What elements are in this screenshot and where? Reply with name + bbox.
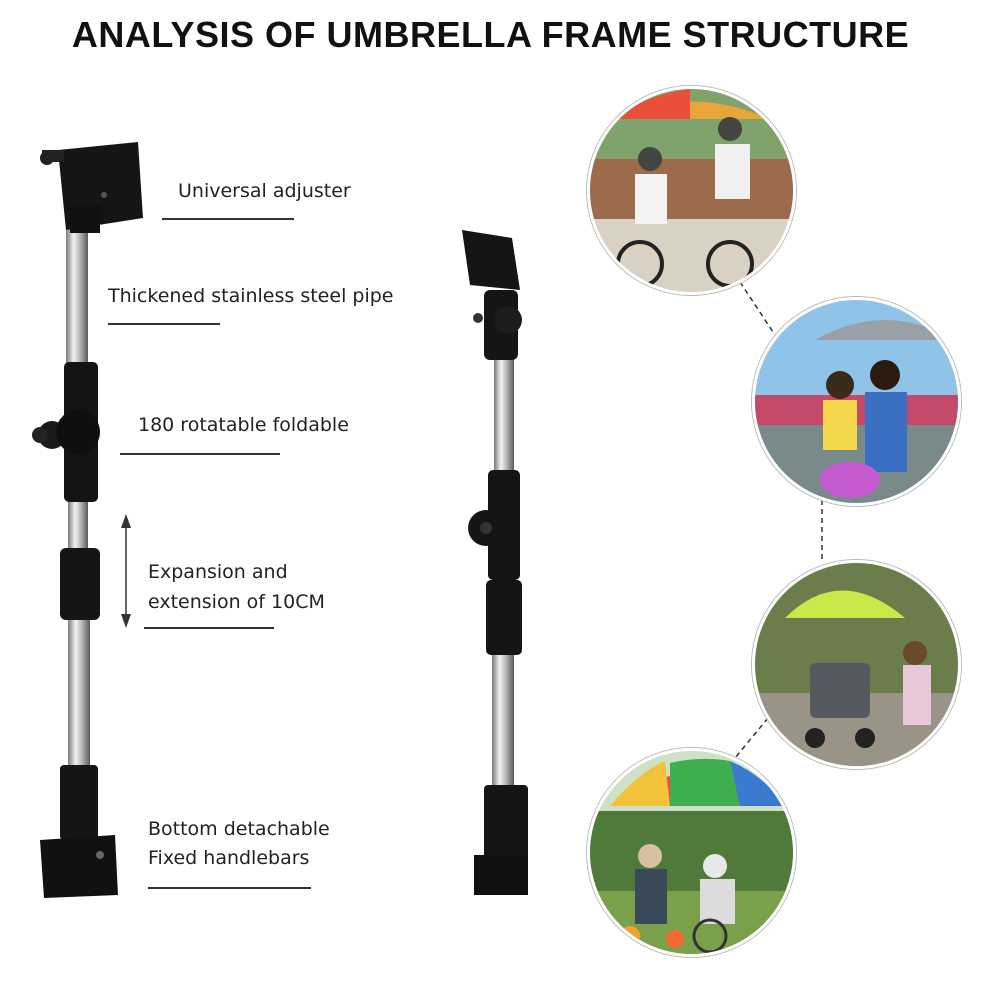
steel-pipe-middle — [68, 500, 88, 555]
label-universal-adjuster: Universal adjuster — [178, 180, 351, 202]
label-steel-pipe: Thickened stainless steel pipe — [108, 285, 394, 307]
label-expansion-1: Expansion and — [148, 561, 288, 583]
adjuster-head-right — [462, 230, 520, 290]
scene-scooter-couple — [752, 297, 961, 506]
steel-pipe-lower — [68, 620, 90, 770]
underline-expansion — [144, 627, 274, 629]
label-bottom-1: Bottom detachable — [148, 818, 330, 840]
stroller-scene-image — [755, 563, 958, 766]
frame-right — [462, 230, 528, 895]
frame-left — [32, 142, 143, 898]
scene-wheelchair-park — [587, 748, 796, 957]
bicycle-scene-image — [590, 89, 793, 292]
underline-adjuster — [162, 218, 294, 220]
expansion-collar — [60, 548, 100, 620]
expansion-arrow — [121, 514, 131, 628]
underline-pipe — [108, 323, 220, 325]
underline-rotatable — [120, 453, 280, 455]
dashed-connectors — [734, 281, 823, 759]
steel-pipe-upper — [66, 225, 88, 365]
wheelchair-scene-image — [590, 751, 793, 954]
scene-baby-stroller — [752, 560, 961, 769]
scene-bicycle-riders — [587, 86, 796, 295]
label-expansion-2: extension of 10CM — [148, 591, 325, 613]
bottom-clamp — [40, 835, 118, 898]
page-title: ANALYSIS OF UMBRELLA FRAME STRUCTURE — [71, 14, 910, 55]
scooter-scene-image — [755, 300, 958, 503]
underline-bottom — [148, 887, 311, 889]
label-rotatable: 180 rotatable foldable — [138, 414, 349, 436]
bottom-clamp-body — [60, 765, 98, 840]
label-bottom-2: Fixed handlebars — [148, 847, 310, 869]
